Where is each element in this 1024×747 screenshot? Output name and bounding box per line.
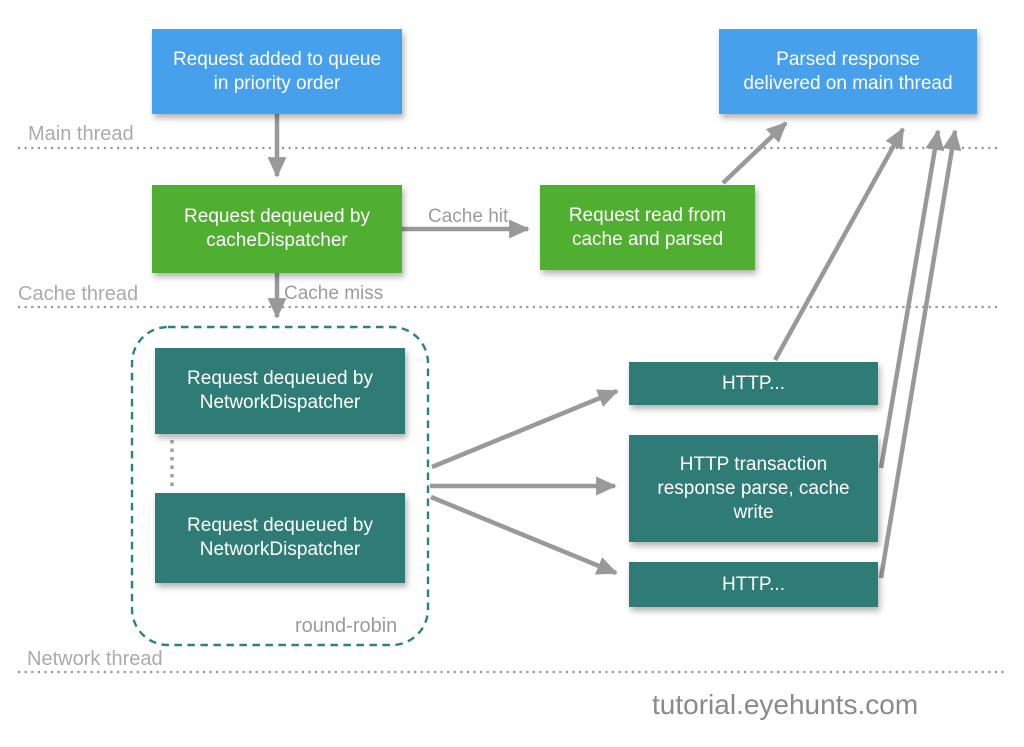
arrow-dispatchers-to-http1	[431, 388, 619, 470]
node-cache-dispatcher: Request dequeued by cacheDispatcher	[152, 185, 402, 273]
node-cache-read: Request read from cache and parsed	[540, 185, 755, 270]
round-robin-label: round-robin	[295, 615, 398, 637]
node-network-dispatcher-1: Request dequeued by NetworkDispatcher	[155, 348, 405, 434]
node-parsed-response: Parsed response delivered on main thread	[719, 29, 977, 114]
node-network-dispatcher-2: Request dequeued by NetworkDispatcher	[155, 493, 405, 583]
edge-label-cache-miss: Cache miss	[284, 283, 384, 304]
edge-label-cache-hit: Cache hit	[428, 206, 509, 227]
arrow-dispatchers-to-http2	[430, 494, 618, 576]
node-http-2: HTTP...	[629, 562, 878, 607]
lane-label-network-thread: Network thread	[27, 648, 163, 670]
node-http-1: HTTP...	[629, 362, 878, 405]
lane-label-cache-thread: Cache thread	[18, 283, 139, 305]
arrow-http1-to-response	[773, 127, 905, 362]
arrow-cacheread-to-response	[721, 121, 788, 185]
node-http-transaction: HTTP transaction response parse, cache w…	[629, 435, 878, 542]
arrow-httptransaction-to-response	[878, 129, 945, 469]
arrow-http2-to-response	[878, 129, 962, 579]
node-request-queue: Request added to queue in priority order	[152, 29, 402, 114]
lane-label-main-thread: Main thread	[28, 123, 134, 145]
round-robin-group-border	[130, 325, 430, 647]
watermark-text: tutorial.eyehunts.com	[652, 689, 919, 720]
